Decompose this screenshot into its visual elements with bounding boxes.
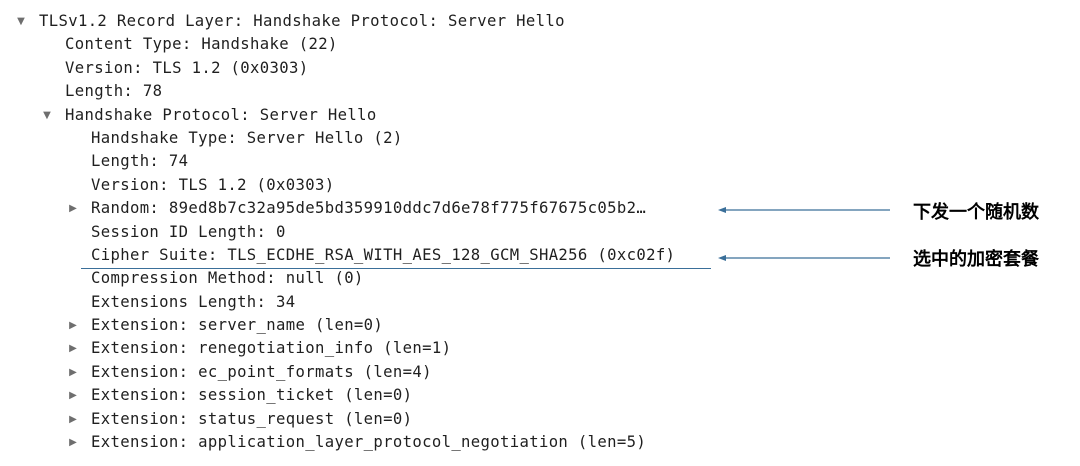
random-annotation-arrow bbox=[718, 207, 890, 213]
tree-row[interactable]: Handshake Type: Server Hello (2) bbox=[0, 127, 760, 150]
tree-row-label: Extension: renegotiation_info (len=1) bbox=[91, 339, 452, 358]
tree-row[interactable]: ▶ Extension: server_name (len=0) bbox=[0, 314, 760, 337]
tree-row-label: Content Type: Handshake (22) bbox=[65, 35, 338, 54]
tree-row[interactable]: Cipher Suite: TLS_ECDHE_RSA_WITH_AES_128… bbox=[0, 244, 760, 267]
random-annotation-label: 下发一个随机数 bbox=[913, 202, 1039, 223]
tree-row-label: Length: 74 bbox=[91, 152, 189, 171]
triangle-right-icon[interactable]: ▶ bbox=[69, 320, 77, 332]
tree-row-label: Compression Method: null (0) bbox=[91, 269, 364, 288]
triangle-down-icon[interactable]: ▼ bbox=[43, 109, 51, 121]
triangle-right-icon[interactable]: ▶ bbox=[69, 390, 77, 402]
tree-row[interactable]: ▶ Extension: status_request (len=0) bbox=[0, 408, 760, 431]
tree-row[interactable]: ▶ Extension: session_ticket (len=0) bbox=[0, 384, 760, 407]
tree-row-label: Extension: status_request (len=0) bbox=[91, 409, 413, 428]
tree-row-label: Extensions Length: 34 bbox=[91, 292, 296, 311]
tree-row[interactable]: ▼ Handshake Protocol: Server Hello bbox=[0, 104, 760, 127]
tree-row[interactable]: Length: 74 bbox=[0, 150, 760, 173]
tree-row[interactable]: Compression Method: null (0) bbox=[0, 267, 760, 290]
triangle-right-icon[interactable]: ▶ bbox=[69, 437, 77, 449]
tree-row-label: TLSv1.2 Record Layer: Handshake Protocol… bbox=[39, 12, 565, 30]
triangle-right-icon[interactable]: ▶ bbox=[69, 343, 77, 355]
tree-row-label: Handshake Protocol: Server Hello bbox=[65, 105, 377, 124]
triangle-right-icon[interactable]: ▶ bbox=[69, 203, 77, 215]
tree-row[interactable]: ▶ Extension: renegotiation_info (len=1) bbox=[0, 337, 760, 360]
tree-row-label: Cipher Suite: TLS_ECDHE_RSA_WITH_AES_128… bbox=[91, 245, 676, 264]
tree-row-label: Version: TLS 1.2 (0x0303) bbox=[65, 58, 309, 77]
cipher-annotation-label: 选中的加密套餐 bbox=[913, 249, 1039, 270]
tree-row[interactable]: Extensions Length: 34 bbox=[0, 291, 760, 314]
tree-row[interactable]: Session ID Length: 0 bbox=[0, 221, 760, 244]
tree-row[interactable]: Length: 78 bbox=[0, 80, 760, 103]
tree-row-label: Length: 78 bbox=[65, 82, 163, 101]
tree-row[interactable]: Version: TLS 1.2 (0x0303) bbox=[0, 57, 760, 80]
tree-row[interactable]: Content Type: Handshake (22) bbox=[0, 33, 760, 56]
tree-row-label: Extension: server_name (len=0) bbox=[91, 316, 384, 335]
triangle-right-icon[interactable]: ▶ bbox=[69, 413, 77, 425]
tree-row-label: Handshake Type: Server Hello (2) bbox=[91, 128, 403, 147]
tree-row-label: Version: TLS 1.2 (0x0303) bbox=[91, 175, 335, 194]
triangle-right-icon[interactable]: ▶ bbox=[69, 366, 77, 378]
tree-row-label: Random: 89ed8b7c32a95de5bd359910ddc7d6e7… bbox=[91, 199, 647, 218]
tree-row[interactable]: Version: TLS 1.2 (0x0303) bbox=[0, 174, 760, 197]
tree-row[interactable]: ▶ Random: 89ed8b7c32a95de5bd359910ddc7d6e… bbox=[0, 197, 760, 220]
tree-row[interactable]: ▶ Extension: ec_point_formats (len=4) bbox=[0, 361, 760, 384]
tree-row-label: Extension: ec_point_formats (len=4) bbox=[91, 362, 432, 381]
tree-row[interactable]: ▼ TLSv1.2 Record Layer: Handshake Protoco… bbox=[0, 10, 760, 33]
packet-detail-tree: ▼ TLSv1.2 Record Layer: Handshake Protoco… bbox=[0, 10, 760, 454]
triangle-down-icon[interactable]: ▼ bbox=[17, 16, 25, 27]
cipher-suite-underline bbox=[81, 268, 711, 269]
tree-row-label: Session ID Length: 0 bbox=[91, 222, 286, 241]
cipher-annotation-arrow bbox=[718, 255, 890, 261]
tree-row-label: Extension: application_layer_protocol_ne… bbox=[91, 433, 647, 452]
tree-row-label: Extension: session_ticket (len=0) bbox=[91, 386, 413, 405]
tree-row[interactable]: ▶ Extension: application_layer_protocol_n… bbox=[0, 431, 760, 454]
